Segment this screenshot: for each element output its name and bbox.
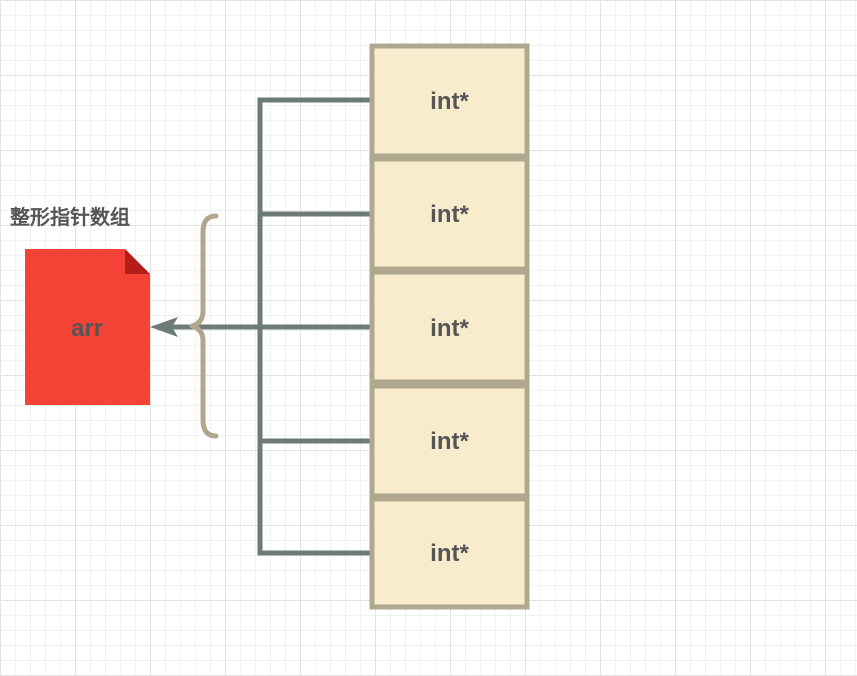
- pointer-array: int* int* int* int* int*: [369, 43, 530, 610]
- array-cell-label: int*: [430, 540, 469, 567]
- array-cell-box: [369, 269, 530, 385]
- array-cell-label: int*: [430, 428, 469, 455]
- array-cell-box: [369, 383, 530, 499]
- document-fold: [125, 249, 150, 274]
- curly-brace: [189, 213, 219, 439]
- variable-name: arr: [71, 315, 103, 342]
- array-cell-box: [369, 156, 530, 272]
- array-cell-label: int*: [430, 315, 469, 342]
- array-cell-box: [369, 43, 530, 159]
- array-cell: int*: [369, 383, 530, 499]
- array-cell: int*: [369, 43, 530, 159]
- diagram-title: 整形指针数组: [10, 205, 130, 229]
- arrow-head: [150, 317, 178, 337]
- array-cell-label: int*: [430, 88, 469, 115]
- array-cell-label: int*: [430, 201, 469, 228]
- array-cell: int*: [369, 496, 530, 610]
- array-cell: int*: [369, 156, 530, 272]
- document-shape: [25, 249, 150, 405]
- connector-group: [150, 97, 372, 556]
- array-cell: int*: [369, 269, 530, 385]
- array-cell-box: [369, 496, 530, 610]
- variable-arr: arr: [25, 249, 150, 405]
